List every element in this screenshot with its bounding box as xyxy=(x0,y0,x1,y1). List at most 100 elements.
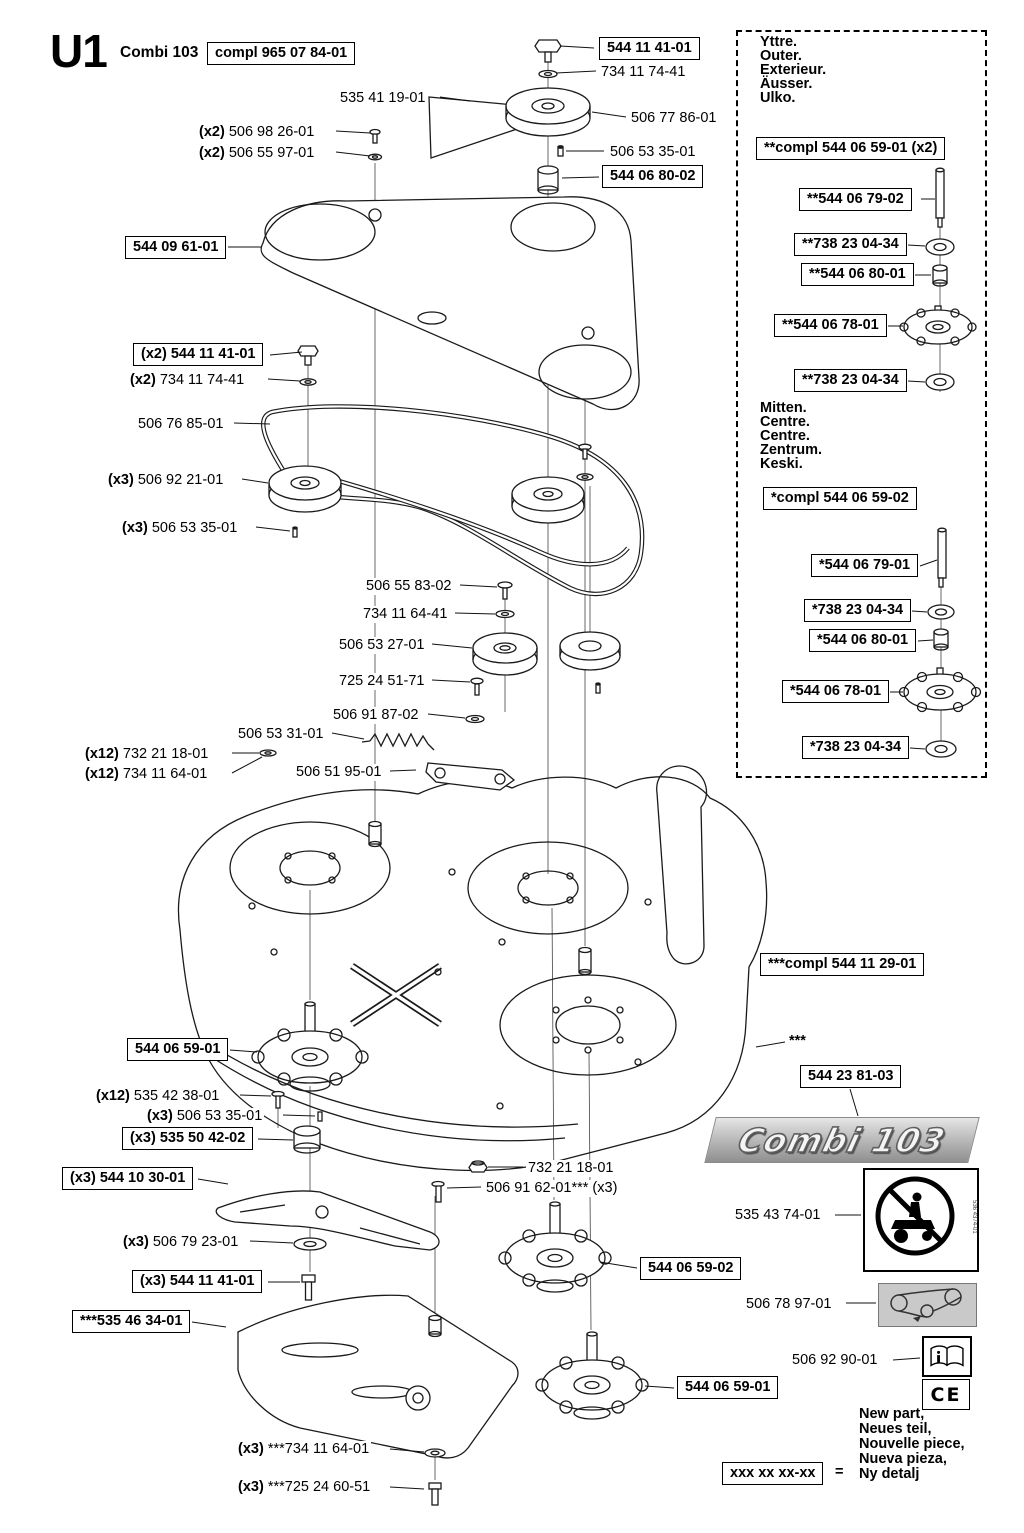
pulleys xyxy=(268,87,621,676)
label-x2-506-98-26-01: (x2) 506 98 26-01 xyxy=(197,124,317,141)
belt-routing-decal xyxy=(878,1283,977,1327)
leader-lines xyxy=(191,45,938,1490)
label-yttre: Yttre. xyxy=(758,34,800,51)
spindle-exploded-outer xyxy=(899,167,977,391)
spindle-assembly-bottom xyxy=(424,1331,649,1506)
label-: *** xyxy=(787,1033,808,1050)
spindle-detail-panel xyxy=(736,30,987,778)
label-544-23-81-03: 544 23 81-03 xyxy=(800,1065,902,1088)
page-ref: U1 xyxy=(50,25,108,77)
assembly-compl-label: compl 965 07 84-01 xyxy=(207,42,356,65)
label-zentrum: Zentrum. xyxy=(758,442,825,459)
label-outer: Outer. xyxy=(758,48,804,65)
label-nueva-pieza: Nueva pieza, xyxy=(857,1451,949,1468)
label-544-06-59-02: 544 06 59-02 xyxy=(640,1257,742,1280)
label-506-78-97-01: 506 78 97-01 xyxy=(744,1296,834,1313)
spindle-exploded-centre xyxy=(898,527,982,758)
label-506-77-86-01: 506 77 86-01 xyxy=(629,110,719,127)
label-compl-544-06-59-02: *compl 544 06 59-02 xyxy=(763,487,917,510)
label-x3-535-50-42-02: (x3) 535 50 42-02 xyxy=(122,1127,254,1150)
label-ulko: Ulko. xyxy=(758,90,798,107)
label-keski: Keski. xyxy=(758,456,805,473)
label-506-55-83-02: 506 55 83-02 xyxy=(364,578,454,595)
label-x12-734-11-64-01: (x12) 734 11 64-01 xyxy=(83,766,210,783)
fasteners xyxy=(259,39,601,757)
label-centre: Centre. xyxy=(758,414,812,431)
label-exterieur: Exterieur. xyxy=(758,62,829,79)
mower-deck xyxy=(177,765,768,1172)
label-x3-725-24-60-51: (x3) ***725 24 60-51 xyxy=(236,1479,373,1496)
label-new-part: New part, xyxy=(857,1406,927,1423)
label-mitten: Mitten. xyxy=(758,400,809,417)
label-535-43-74-01: 535 43 74-01 xyxy=(733,1207,823,1224)
no-rider-warning-decal: 536 4374-01 xyxy=(863,1168,979,1272)
label-506-91-87-02: 506 91 87-02 xyxy=(331,707,421,724)
label-neues-teil: Neues teil, xyxy=(857,1421,934,1438)
ce-mark-icon: CE xyxy=(922,1379,970,1410)
combi-103-logo-text: Combi 103 xyxy=(734,1120,951,1161)
label-734-11-74-41: 734 11 74-41 xyxy=(599,64,688,81)
belt-routing-icon xyxy=(890,1288,962,1322)
label-544-06-78-01: *544 06 78-01 xyxy=(782,680,890,703)
label-506-76-85-01: 506 76 85-01 xyxy=(136,416,226,433)
label-535-41-19-01: 535 41 19-01 xyxy=(338,90,428,107)
label-x3-506-79-23-01: (x3) 506 79 23-01 xyxy=(121,1234,241,1251)
label-544-06-80-01: *544 06 80-01 xyxy=(809,629,917,652)
bottom-guard-plate xyxy=(237,1294,519,1459)
label-x3-506-53-35-01: (x3) 506 53 35-01 xyxy=(145,1108,265,1125)
label-x3-506-92-21-01: (x3) 506 92 21-01 xyxy=(106,472,226,489)
tension-spring-and-idler-arm xyxy=(361,732,516,791)
label-506-53-27-01: 506 53 27-01 xyxy=(337,637,427,654)
label-x3-544-10-30-01: (x3) 544 10 30-01 xyxy=(62,1167,194,1190)
label-738-23-04-34: *738 23 04-34 xyxy=(802,736,910,759)
model-title: Combi 103 xyxy=(120,44,199,61)
label-738-23-04-34: **738 23 04-34 xyxy=(794,369,907,392)
combi-103-logo: Combi 103 xyxy=(704,1117,980,1163)
label-544-06-79-02: **544 06 79-02 xyxy=(799,188,912,211)
spindle-assembly-left xyxy=(251,1001,369,1154)
label-x3-506-53-35-01: (x3) 506 53 35-01 xyxy=(120,520,240,537)
operator-manual-decal xyxy=(922,1336,972,1377)
label-x2-734-11-74-41: (x2) 734 11 74-41 xyxy=(128,372,247,389)
no-rider-prohibition-icon xyxy=(875,1176,955,1256)
label-544-09-61-01: 544 09 61-01 xyxy=(125,236,227,259)
operator-manual-icon xyxy=(930,1344,964,1367)
label-506-91-62-01-x3: 506 91 62-01*** (x3) xyxy=(484,1180,620,1197)
label-usser: Äusser. xyxy=(758,76,815,93)
label-ny-detalj: Ny detalj xyxy=(857,1466,922,1483)
label-506-51-95-01: 506 51 95-01 xyxy=(294,764,384,781)
label-738-23-04-34: **738 23 04-34 xyxy=(794,233,907,256)
blade-assembly xyxy=(215,1190,440,1301)
spindle-assembly-centre xyxy=(431,1160,612,1293)
label-x12-535-42-38-01: (x12) 535 42 38-01 xyxy=(94,1088,222,1105)
label-544-06-59-01: 544 06 59-01 xyxy=(127,1038,229,1061)
label-nouvelle-piece: Nouvelle piece, xyxy=(857,1436,967,1453)
label-734-11-64-41: 734 11 64-41 xyxy=(361,606,450,623)
label-738-23-04-34: *738 23 04-34 xyxy=(804,599,912,622)
label-544-06-80-02: 544 06 80-02 xyxy=(602,165,704,188)
label-506-92-90-01: 506 92 90-01 xyxy=(790,1352,880,1369)
label-xxx-xx-xx-xx: xxx xx xx-xx xyxy=(722,1462,824,1485)
label-x3-544-11-41-01: (x3) 544 11 41-01 xyxy=(132,1270,263,1293)
label-x2-544-11-41-01: (x2) 544 11 41-01 xyxy=(133,343,264,366)
label-compl-544-06-59-01-x2: **compl 544 06 59-01 (x2) xyxy=(756,137,946,160)
label-535-46-34-01: ***535 46 34-01 xyxy=(72,1310,191,1333)
label-506-53-31-01: 506 53 31-01 xyxy=(236,726,326,743)
belt-guard-cover xyxy=(260,196,640,411)
label-506-53-35-01: 506 53 35-01 xyxy=(608,144,698,161)
label-725-24-51-71: 725 24 51-71 xyxy=(337,673,427,690)
label-544-06-78-01: **544 06 78-01 xyxy=(774,314,887,337)
label-: = xyxy=(833,1464,846,1481)
label-x2-506-55-97-01: (x2) 506 55 97-01 xyxy=(197,145,317,162)
label-544-11-41-01: 544 11 41-01 xyxy=(599,37,700,60)
label-544-06-80-01: **544 06 80-01 xyxy=(801,263,914,286)
label-x3-734-11-64-01: (x3) ***734 11 64-01 xyxy=(236,1441,372,1458)
label-732-21-18-01: 732 21 18-01 xyxy=(526,1160,616,1177)
label-compl-544-11-29-01: ***compl 544 11 29-01 xyxy=(760,953,925,976)
label-544-06-59-01: 544 06 59-01 xyxy=(677,1376,779,1399)
label-centre: Centre. xyxy=(758,428,812,445)
label-544-06-79-01: *544 06 79-01 xyxy=(811,554,919,577)
decal-print-number: 536 4374-01 xyxy=(971,1200,977,1234)
